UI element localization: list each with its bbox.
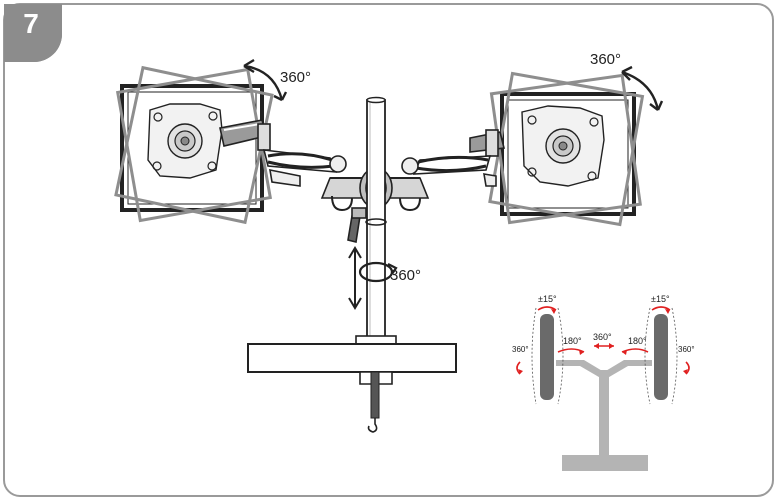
mini-rotate-left: 360° bbox=[512, 345, 529, 354]
right-rotate-label: 360° bbox=[590, 51, 621, 68]
left-monitor bbox=[114, 65, 274, 225]
pole-rotate-arrow bbox=[358, 261, 398, 283]
right-monitor bbox=[488, 71, 645, 227]
right-rotate-arrow bbox=[621, 65, 664, 111]
mini-diagram: ±15° ±15° 360° 360° 180° 180° 360° bbox=[512, 294, 695, 471]
left-rotate-arrow bbox=[243, 58, 288, 102]
height-adjust-arrow bbox=[348, 246, 362, 310]
mini-center-rotate: 360° bbox=[593, 332, 612, 342]
panel-frame bbox=[3, 3, 774, 497]
pole bbox=[365, 96, 387, 341]
left-arm bbox=[219, 119, 347, 187]
mini-tilt-left: ±15° bbox=[538, 294, 557, 304]
mini-swivel-right: 180° bbox=[628, 336, 647, 346]
pole-rotate-label: 360° bbox=[390, 267, 421, 284]
mini-rotate-right: 360° bbox=[678, 345, 695, 354]
left-rotate-label: 360° bbox=[280, 69, 311, 86]
desk-clamp bbox=[247, 335, 457, 433]
mini-tilt-right: ±15° bbox=[651, 294, 670, 304]
right-arm bbox=[401, 129, 505, 187]
step-number: 7 bbox=[23, 8, 39, 39]
mini-swivel-left: 180° bbox=[563, 336, 582, 346]
